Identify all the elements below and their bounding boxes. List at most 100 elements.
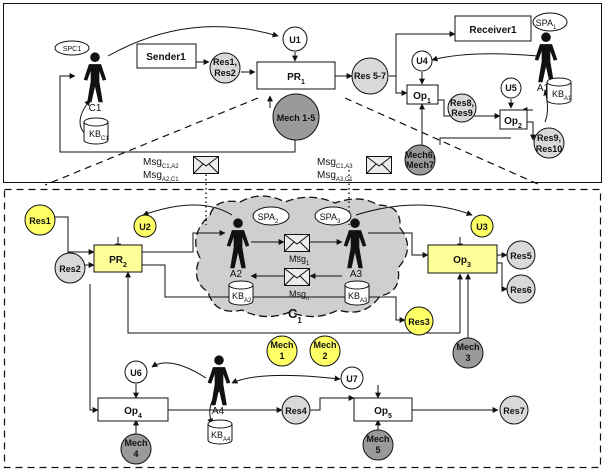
svg-text:PR1: PR1 [287,72,305,86]
op4-box [97,397,169,422]
svg-text:U6: U6 [130,368,142,378]
svg-text:U2: U2 [139,222,151,232]
kb-a3-cylinder: KBA3 [344,280,370,306]
svg-text:Res6: Res6 [510,285,532,295]
svg-text:1: 1 [279,351,284,361]
u7-bubble: U7 [340,366,364,390]
svg-text:Res8,: Res8, [450,98,474,108]
svg-text:U5: U5 [505,83,517,93]
svg-text:Res2: Res2 [214,68,236,78]
mech2-yellow: Mech 2 [309,335,341,367]
a4-label: A4 [212,406,225,417]
res1-yellow: Res1 [24,204,56,236]
message-envelope-n [284,268,310,286]
agent-a1-figure [534,32,558,83]
kb-c1-cylinder: KBC1 [83,117,109,145]
a1-label: A1 [537,83,550,94]
res-5-7-output: Res 5-7 [351,57,389,95]
svg-text:Mech6,: Mech6, [405,150,436,160]
svg-text:Res 5-7: Res 5-7 [354,71,386,81]
a2-label: A2 [230,269,243,280]
c1-label: C1 [89,103,102,114]
svg-text:Mech 1-5: Mech 1-5 [277,113,316,123]
svg-text:Op3: Op3 [453,255,471,269]
svg-text:Op2: Op2 [504,116,522,130]
svg-text:KBC1: KBC1 [89,129,109,142]
u2-bubble: U2 [133,214,157,238]
msgn-label: Msgn [289,289,309,302]
u1-bubble: U1 [282,26,308,52]
svg-text:Sender1: Sender1 [146,52,186,63]
op5-box [353,397,413,422]
message-ellipsis: ... [293,249,301,260]
zoom-line-left [44,97,259,186]
mech4-dark: Mech 4 [120,433,152,465]
svg-text:KBA2: KBA2 [232,291,252,304]
op2-box [499,109,528,130]
svg-text:3: 3 [465,353,470,363]
res6-grey: Res6 [506,274,536,304]
kb-a2-cylinder: KBA2 [228,280,254,306]
svg-text:U7: U7 [346,374,358,384]
svg-text:Mech: Mech [124,438,147,448]
u6-bubble: U6 [124,360,148,384]
lower-connections [36,170,508,436]
svg-text:SPA3: SPA3 [320,212,341,225]
internal-messages [250,239,343,279]
mech6-mech7: Mech6, Mech7 [404,144,436,176]
sender1-box [136,43,197,69]
svg-text:Op1: Op1 [413,91,431,105]
receiver1-box [454,15,532,42]
svg-text:U1: U1 [289,35,301,45]
mech-1-5: Mech 1-5 [272,93,320,141]
svg-text:Res2: Res2 [59,264,81,274]
agent-a4-figure [207,355,231,406]
a3-label: A3 [350,269,363,280]
svg-text:U4: U4 [416,56,428,66]
res5-grey: Res5 [506,240,536,270]
svg-text:Op4: Op4 [124,406,142,420]
svg-text:KBA1: KBA1 [552,89,572,102]
svg-text:U3: U3 [476,222,488,232]
spa1-bubble: SPA1 [532,12,568,32]
svg-text:Res1,: Res1, [213,57,237,67]
svg-text:SPC1: SPC1 [63,46,81,53]
op1-box [406,84,439,105]
svg-text:Res9: Res9 [451,108,473,118]
svg-text:MsgC1,A2: MsgC1,A2 [143,157,179,170]
msg-right-labels: MsgC1,A3 MsgA3,C1 [317,157,353,183]
u3-bubble: U3 [470,214,494,238]
res9-res10-output: Res9, Res10 [533,127,565,159]
pr1-box [256,61,336,90]
res2-grey: Res2 [54,252,86,284]
res3-yellow: Res3 [404,306,434,336]
svg-text:MsgA3,C1: MsgA3,C1 [317,170,353,183]
svg-text:Mech: Mech [366,434,389,444]
mech5-dark: Mech 5 [362,429,394,461]
kb-a1-cylinder: KBA1 [546,77,572,105]
svg-text:Res9,: Res9, [537,133,561,143]
message-envelope-left [193,156,219,174]
mech1-yellow: Mech 1 [266,335,298,367]
svg-text:Res4: Res4 [285,406,307,416]
res1-res2-input: Res1, Res2 [209,52,241,84]
svg-text:Mech: Mech [270,340,293,350]
res8-res9-output: Res8, Res9 [447,93,477,123]
lower-frame [3,188,602,469]
pr2-box [93,244,143,273]
cloud-c1-label: C1 [288,306,302,325]
res7-grey: Res7 [499,395,529,425]
svg-text:Res1: Res1 [29,216,51,226]
svg-text:Res5: Res5 [510,251,532,261]
msg-left-labels: MsgC1,A2 MsgA2,C1 [143,157,179,183]
u5-bubble: U5 [500,77,522,99]
spa3-bubble: SPA3 [314,206,352,226]
customer-c1-figure [83,52,107,103]
svg-text:4: 4 [133,449,138,459]
svg-text:MsgC1,A3: MsgC1,A3 [317,157,353,170]
svg-text:Mech: Mech [313,340,336,350]
svg-text:Mech7: Mech7 [406,160,434,170]
spa2-bubble: SPA2 [252,206,290,226]
svg-text:5: 5 [375,445,380,455]
svg-text:Res3: Res3 [408,317,430,327]
